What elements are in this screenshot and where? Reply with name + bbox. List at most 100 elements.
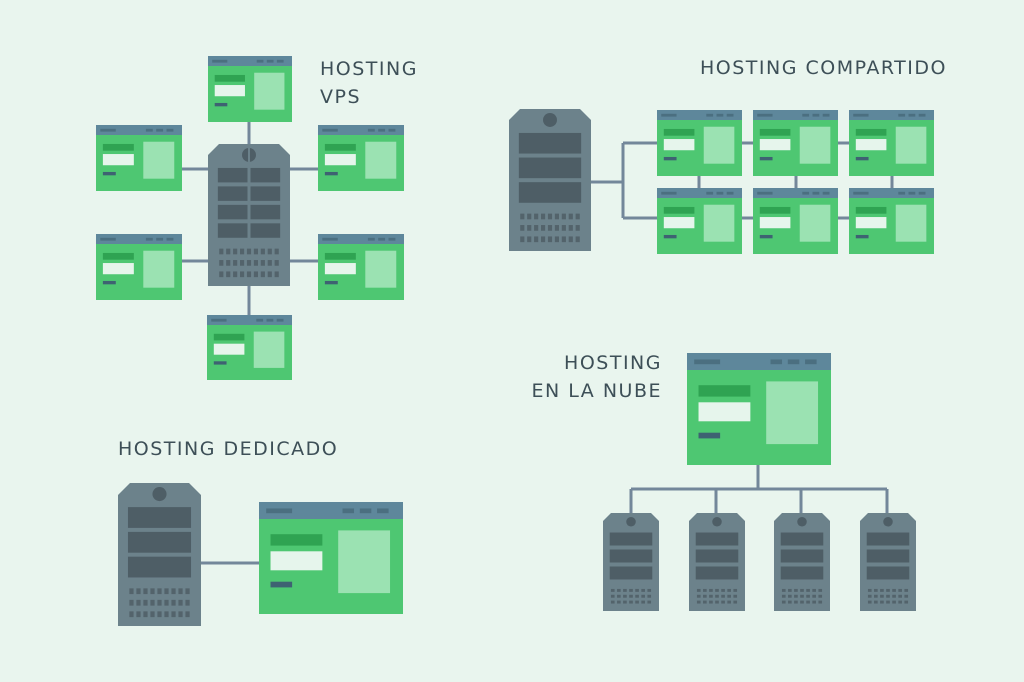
vent-dot [610,600,615,604]
browser-window-icon [259,502,403,614]
vent-dot [540,236,546,243]
vent-dot [157,611,162,618]
titlebar-mark [716,113,724,117]
window-field [759,139,791,151]
titlebar-mark [322,237,338,241]
titlebar-mark [377,508,389,514]
vent-dot [129,588,134,595]
titlebar-mark [145,237,153,241]
window-field [663,139,695,151]
drive-bay [250,223,281,238]
titlebar-mark [256,59,264,63]
section-title-compartido: HOSTING COMPARTIDO [700,54,947,82]
vent-dot [136,599,141,606]
section-title-dedicado: HOSTING DEDICADO [118,435,338,463]
vent-dot [246,248,252,255]
titlebar-mark [156,128,164,132]
server-icon [603,513,659,611]
vent-dot [904,600,909,604]
vent-dot [239,260,245,266]
window-titlebar [849,188,934,198]
vent-dot [715,600,719,604]
server-led [543,113,557,127]
vent-dot [260,260,265,266]
vent-dot [226,248,231,255]
vent-dot [641,600,645,604]
window-footer-mark [324,280,338,285]
browser-window-icon [96,234,182,300]
vent-dot [575,225,580,231]
vent-dot [547,236,553,243]
vent-dot [129,599,134,606]
vent-dot [568,213,573,220]
window-footer-mark [663,156,677,161]
vent-dot [246,271,252,278]
drive-bay [217,204,248,220]
browser-window-icon [849,188,934,254]
window-panel [338,530,391,594]
vent-dot [715,594,719,598]
vent-dot [800,600,804,604]
window-heading-bar [759,206,791,214]
titlebar-mark [787,359,800,365]
titlebar-mark [276,318,284,322]
window-titlebar [657,188,742,198]
window-titlebar [753,110,838,120]
window-panel [895,204,927,242]
vent-dot [575,213,580,220]
vent-dot [527,225,532,231]
titlebar-mark [342,508,355,514]
vent-dot [568,236,573,243]
titlebar-mark [757,191,773,195]
vent-dot [781,594,786,598]
vent-dot [226,271,231,278]
vent-dot [267,260,272,266]
vent-dot [274,248,279,255]
titlebar-mark [256,318,264,322]
titlebar-mark [388,128,396,132]
drive-bay [217,223,248,238]
titlebar-mark [388,237,396,241]
titlebar-mark [276,59,284,63]
vent-dot [617,588,621,592]
drive-bay [780,566,824,580]
titlebar-mark [156,237,164,241]
window-titlebar [849,110,934,120]
window-footer-mark [759,234,773,239]
window-heading-bar [102,143,134,151]
window-titlebar [208,56,292,66]
vent-dot [874,600,878,604]
vent-dot [239,271,245,278]
section-title-nube: HOSTING EN LA NUBE [532,349,662,405]
vent-dot [150,588,155,595]
vent-dot [703,600,707,604]
vent-dot [886,588,890,592]
vent-dot [709,600,713,604]
vent-dot [629,588,633,592]
title-line-2: VPS [320,86,362,108]
vent-dot [157,588,162,595]
titlebar-mark [100,128,116,132]
titlebar-mark [145,128,153,132]
vent-dot [233,271,238,278]
vent-dot [788,594,792,598]
drive-bay [217,167,248,183]
titlebar-mark [908,113,916,117]
window-panel [254,72,285,110]
window-footer-mark [324,171,338,176]
vent-dot [623,594,627,598]
titlebar-mark [378,237,386,241]
vent-dot [794,594,798,598]
vent-dot [219,271,224,278]
vent-dot [794,588,798,592]
vent-dot [547,213,553,220]
vent-dot [178,588,183,595]
vent-dot [171,588,176,595]
titlebar-mark [726,191,734,195]
window-panel [365,141,397,179]
window-panel [895,126,927,164]
vent-dot [880,594,884,598]
vent-dot [898,600,902,604]
server-icon [774,513,830,611]
vent-dot [715,588,719,592]
